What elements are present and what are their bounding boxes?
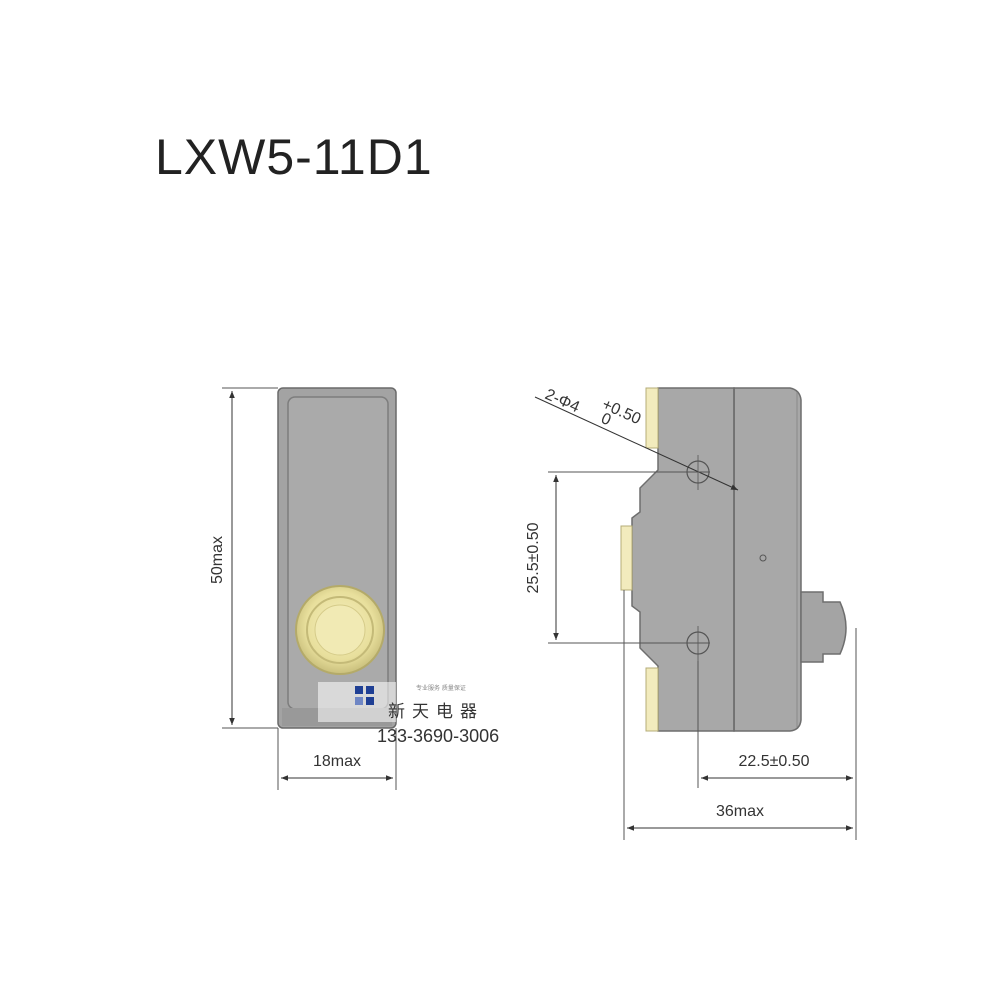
- hole-tol-lower: 0: [598, 410, 613, 429]
- depth-label: 36max: [716, 803, 764, 820]
- watermark-company: 新天电器: [388, 702, 484, 722]
- front-width-dimension: 18max: [277, 728, 397, 790]
- side-view: [620, 387, 847, 732]
- watermark: 专业服务 质量保证 新天电器 133-3690-3006: [355, 684, 499, 746]
- watermark-logo-icon: [355, 686, 374, 705]
- mounting-pad-top: [645, 387, 659, 449]
- mounting-pad-middle: [620, 525, 633, 591]
- side-marker-dot: [759, 554, 767, 562]
- plunger-button-center: [314, 604, 366, 656]
- hole-label: 2-Φ4: [542, 386, 582, 416]
- side-plunger: [800, 591, 847, 663]
- mounting-pad-bottom: [645, 667, 659, 732]
- plunger-button-ring: [306, 596, 374, 664]
- front-height-dimension: 50max: [209, 387, 278, 729]
- depth-dimension: 36max: [623, 590, 853, 840]
- front-view: [277, 387, 397, 729]
- side-cover: [733, 387, 802, 732]
- offset-dimension: 22.5±0.50: [697, 628, 857, 840]
- hole-spacing-label: 25.5±0.50: [525, 522, 542, 593]
- width-label: 18max: [313, 753, 361, 770]
- watermark-phone: 133-3690-3006: [377, 726, 499, 746]
- offset-label: 22.5±0.50: [738, 753, 809, 770]
- height-label: 50max: [209, 536, 226, 584]
- hole-spacing-dimension: 25.5±0.50: [525, 471, 710, 644]
- drawing-title: LXW5-11D1: [155, 129, 433, 185]
- watermark-tagline: 专业服务 质量保证: [416, 684, 466, 692]
